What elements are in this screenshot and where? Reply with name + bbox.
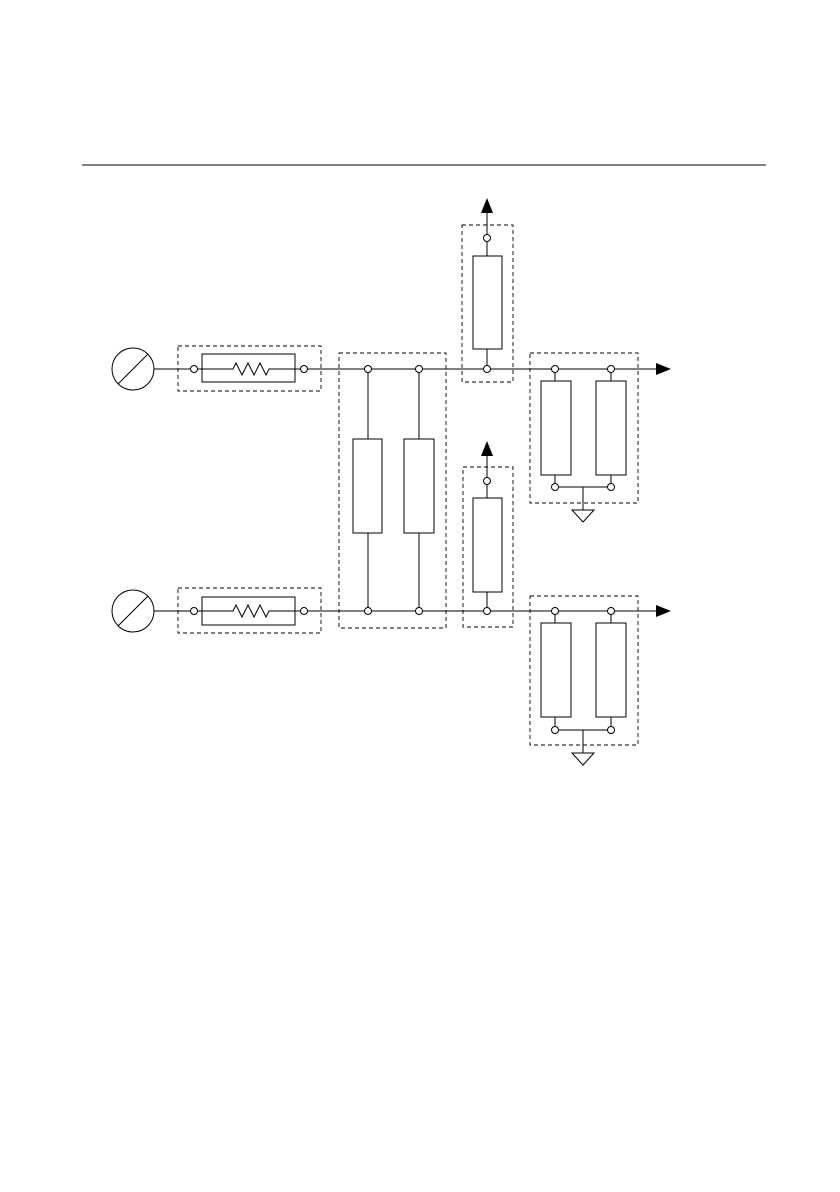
terminal-node bbox=[608, 366, 615, 373]
terminal-node bbox=[608, 727, 615, 734]
double-shunt-block bbox=[339, 353, 446, 628]
terminal-node bbox=[608, 608, 615, 615]
terminal-node bbox=[365, 366, 372, 373]
component-box bbox=[596, 381, 626, 475]
component-box bbox=[473, 256, 502, 349]
terminal-node bbox=[365, 608, 372, 615]
terminal-node bbox=[552, 727, 559, 734]
terminal-node bbox=[608, 484, 615, 491]
terminal-node bbox=[416, 366, 423, 373]
terminal-node bbox=[484, 608, 491, 615]
terminal-node bbox=[552, 608, 559, 615]
terminal-node bbox=[484, 366, 491, 373]
component-box bbox=[541, 381, 571, 475]
terminal-node bbox=[301, 608, 308, 615]
component-box bbox=[404, 439, 434, 533]
terminal-node bbox=[191, 366, 198, 373]
component-box bbox=[353, 439, 382, 533]
ground-icon bbox=[572, 753, 594, 765]
terminal-node bbox=[301, 366, 308, 373]
arrow-right-icon bbox=[656, 363, 671, 375]
terminal-node bbox=[552, 366, 559, 373]
arrow-up-icon bbox=[481, 441, 493, 456]
component-box bbox=[473, 498, 502, 592]
ground-icon bbox=[572, 510, 594, 522]
component-box bbox=[541, 623, 571, 717]
channel-1 bbox=[112, 198, 671, 522]
ac-source-icon bbox=[112, 348, 154, 390]
channel-2 bbox=[112, 441, 671, 765]
resistor-box bbox=[202, 354, 295, 382]
ac-source-icon bbox=[112, 590, 154, 632]
terminal-node bbox=[191, 608, 198, 615]
component-box bbox=[596, 623, 626, 717]
arrow-up-icon bbox=[481, 198, 493, 213]
arrow-right-icon bbox=[656, 605, 671, 617]
terminal-node bbox=[416, 608, 423, 615]
terminal-node bbox=[484, 478, 491, 485]
terminal-node bbox=[484, 235, 491, 242]
terminal-node bbox=[552, 484, 559, 491]
